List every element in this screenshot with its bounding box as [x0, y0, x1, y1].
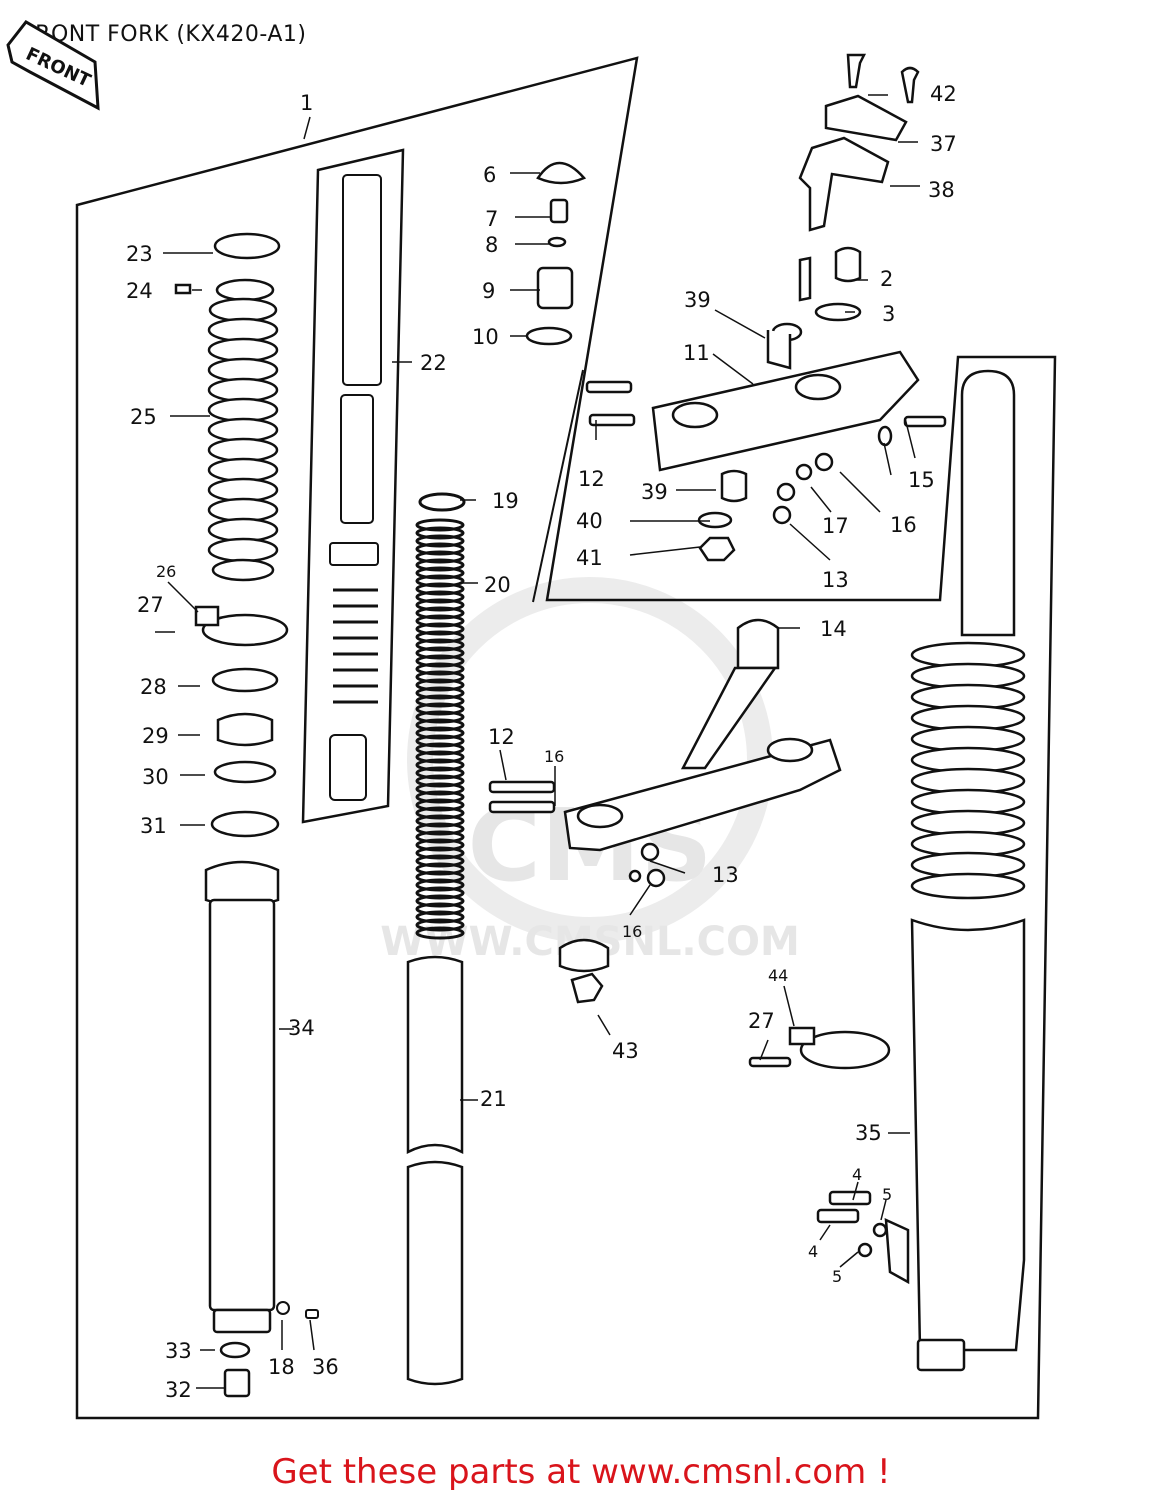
fork-spring-20: [415, 492, 466, 940]
callout-5b: 5: [832, 1267, 842, 1286]
callout-9: 9: [482, 279, 495, 303]
fork-cap-parts: [525, 161, 587, 346]
callout-4a: 4: [852, 1165, 862, 1184]
front-direction-badge: FRONT: [6, 20, 100, 111]
callout-12b: 12: [488, 725, 515, 749]
callout-26: 26: [156, 562, 176, 581]
callout-19: 19: [492, 489, 519, 513]
lower-parts-43-44: [558, 938, 891, 1070]
callout-17: 17: [822, 514, 849, 538]
callout-13b: 13: [712, 863, 739, 887]
lower-bracket: [488, 618, 842, 888]
callout-2: 2: [880, 267, 893, 291]
callout-27b: 27: [748, 1009, 775, 1033]
upper-bracket: [585, 322, 947, 562]
callout-22: 22: [420, 351, 447, 375]
callout-3: 3: [882, 302, 895, 326]
callout-35: 35: [855, 1121, 882, 1145]
callout-7: 7: [485, 207, 498, 231]
leader-lines: [155, 94, 920, 1389]
callout-21: 21: [480, 1087, 507, 1111]
callout-42: 42: [930, 82, 957, 106]
callout-4b: 4: [808, 1242, 818, 1261]
callout-11: 11: [683, 341, 710, 365]
callout-37: 37: [930, 132, 957, 156]
callout-12a: 12: [578, 467, 605, 491]
callout-43: 43: [612, 1039, 639, 1063]
damper-rod-box: [301, 148, 405, 824]
callout-13a: 13: [822, 568, 849, 592]
callout-10: 10: [472, 325, 499, 349]
handlebar-clamp: [798, 53, 920, 322]
callout-1: 1: [300, 91, 313, 115]
callout-44: 44: [768, 966, 788, 985]
callout-16a: 16: [890, 513, 917, 537]
callout-6: 6: [483, 163, 496, 187]
callout-14: 14: [820, 617, 847, 641]
callout-28: 28: [140, 675, 167, 699]
right-fork-35: [816, 369, 1026, 1372]
callout-24: 24: [126, 279, 153, 303]
callout-16c: 16: [622, 922, 642, 941]
callout-36: 36: [312, 1355, 339, 1379]
bracket-outline: [532, 369, 584, 603]
callout-41: 41: [576, 546, 603, 570]
callout-40: 40: [576, 509, 603, 533]
callout-30: 30: [142, 765, 169, 789]
callout-20: 20: [484, 573, 511, 597]
promo-footer-text: Get these parts at www.cmsnl.com !: [271, 1452, 891, 1492]
callout-8: 8: [485, 233, 498, 257]
callout-39b: 39: [641, 480, 668, 504]
callout-38: 38: [928, 178, 955, 202]
callout-27a: 27: [137, 593, 164, 617]
callout-5a: 5: [882, 1185, 892, 1204]
diagram-title: FRONT FORK (KX420-A1): [22, 22, 307, 47]
callout-33: 33: [165, 1339, 192, 1363]
callout-32: 32: [165, 1378, 192, 1402]
callout-16b: 16: [544, 747, 564, 766]
callout-29: 29: [142, 724, 169, 748]
left-fork-parts: [174, 232, 289, 1398]
fork-assembly-outline: [75, 56, 1057, 1420]
callout-15: 15: [908, 468, 935, 492]
callout-23: 23: [126, 242, 153, 266]
callout-18: 18: [268, 1355, 295, 1379]
callout-34: 34: [288, 1016, 315, 1040]
drain-screw-parts: [276, 1301, 319, 1319]
callout-39a: 39: [684, 288, 711, 312]
callout-25: 25: [130, 405, 157, 429]
damper-rod-22: [329, 174, 382, 801]
callout-labels: 1 2 3 4 4 5 5 6 7 8 9 10 11 12 12 13 13 …: [126, 82, 957, 1402]
inner-tube-21: [406, 955, 464, 1386]
callout-31: 31: [140, 814, 167, 838]
